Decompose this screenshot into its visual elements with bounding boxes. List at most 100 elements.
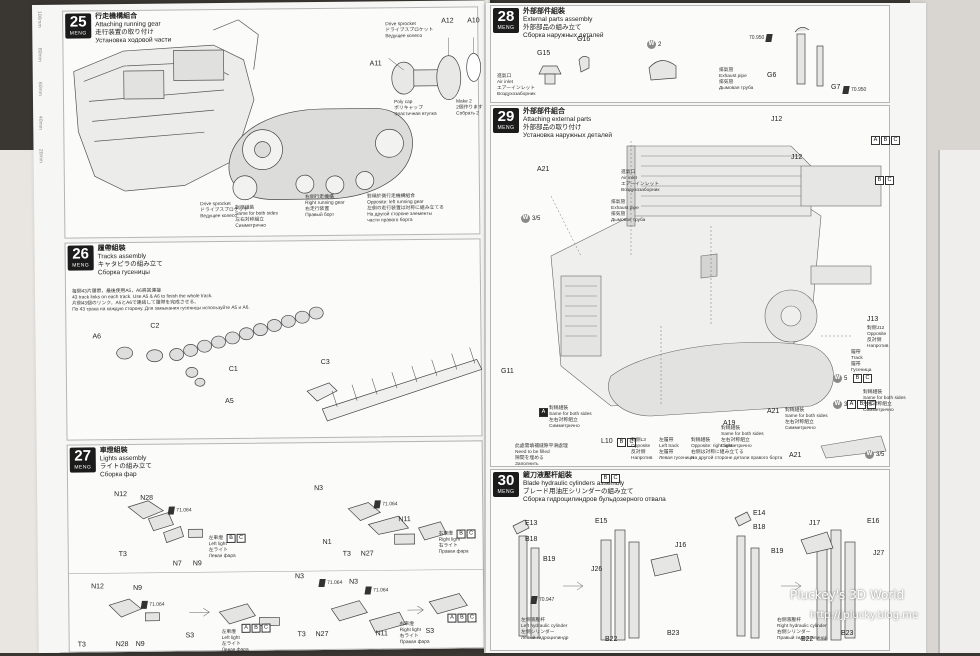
watermark-title: Pluckey's 3D World [790,588,904,602]
paint-ref: 71.064 [365,586,388,594]
part-label: A6 [92,333,101,340]
part-label: B19 [771,548,783,555]
part-label: J26 [591,566,602,573]
paint-ref: 71.064 [168,506,191,514]
part-label: B19 [543,556,555,563]
part-label: N12 [114,491,127,498]
part-label: J16 [675,542,686,549]
part-label: J13 [867,316,878,323]
part-label: C3 [321,359,330,366]
poly-cap-note: Poly cap ポリキャップ Эластичная втулка [394,100,437,118]
part-label: N9 [136,641,145,648]
fill-gap-note: 此處需填補縫隙平滑處理 Need to be filled 隙間を埋める Зап… [515,444,568,468]
part-label: E13 [525,520,537,527]
part-label: J17 [809,520,820,527]
paint-ref: 70.950 [749,34,772,42]
part-label: T3 [298,631,306,638]
part-label: C2 [150,323,159,330]
j13-note: 對側J12 Opposite 反対側 Напротив [867,326,888,350]
paint-ref: 70.950 [843,86,866,94]
left-light-note-2: 左車燈 Left light 左ライト Левая фара [222,630,249,654]
part-label: C1 [229,366,238,373]
track-note: 履帶 Track 履帯 Гусеница [851,350,871,374]
part-label: T3 [343,551,351,558]
part-label: J12 [791,154,802,161]
part-label: B18 [753,524,765,531]
lights-diagram [68,441,484,651]
part-label: A21 [537,166,549,173]
part-label: A10 [467,17,480,24]
part-label: A21 [767,408,779,415]
part-label: N3 [295,573,304,580]
part-label: N12 [91,583,104,590]
paint-ref: 71.064 [319,579,342,587]
part-label: S3 [186,632,195,639]
part-label: E14 [753,510,765,517]
opposite-l3-note: 對側L3 Opposite 反対側 Напротив [631,438,652,462]
part-label: T3 [78,641,86,648]
part-label: T3 [119,551,127,558]
left-cylinder-note: 左側液壓杆 Left hydraulic cylinder 左側シリンダー Ле… [521,618,568,642]
symmetric-note: 對稱組裝 Same for both sides 左右対称組立 Симметри… [549,406,592,430]
part-label: G16 [577,36,590,43]
sprocket-note: Drive sprocket ドライブスプロケット Ведущее колесо [385,22,433,41]
paint-ref: 70.947 [531,596,554,604]
part-label: B23 [667,630,679,637]
paint-ref: 71.064 [374,500,397,508]
part-label: N27 [316,631,329,638]
part-label: N9 [133,585,142,592]
symmetric-note: 對稱組裝 Same for both sides 左右対称組立 Симметри… [235,205,278,229]
part-label: N3 [314,485,323,492]
symmetric-note: 對稱組裝 Same for both sides 左右対称組立 Симметри… [721,426,764,450]
part-label: B18 [525,536,537,543]
exhaust-note: 排氣管 Exhaust pipe 排気管 Дымовая труба [611,200,645,224]
variant-tags: A [539,408,548,417]
watermark-url: http://jplucky.blog.me [810,610,918,621]
part-label: L10 [601,438,613,445]
external-parts-diagram [491,6,889,102]
symmetric-note: 對稱組裝 Same for both sides 左右対称組立 Симметри… [785,408,828,432]
part-label: G15 [537,50,550,57]
part-label: A5 [225,398,234,405]
part-label: B23 [841,630,853,637]
part-label: N7 [173,560,182,567]
part-label: N1 [323,539,332,546]
part-label: B22 [605,636,617,643]
part-label: N28 [140,495,153,502]
exhaust-note: 排氣管 Exhaust pipe 排気管 Дымовая труба [719,68,753,92]
part-label: N28 [116,641,129,648]
paint-ref: 71.064 [141,601,164,609]
right-cylinder-note: 右側液壓杆 Right hydraulic cylinder 右側シリンダー П… [777,618,827,642]
part-label: E15 [595,518,607,525]
air-inlet-note: 進氣口 Air inlet エアーインレット Воздухозаборник [621,170,659,194]
part-label: E16 [867,518,879,525]
part-label: N27 [361,550,374,557]
part-label: J12 [771,116,782,123]
right-light-note-2: 右車燈 Right light 右ライト Правая фара [399,622,429,646]
part-label: N11 [376,630,388,637]
tracks-diagram [66,239,482,439]
part-label: G11 [501,368,514,375]
part-label: N11 [398,516,410,523]
symmetric-note: 對稱組裝 Same for both sides 左右対称組立 Симметри… [863,390,906,414]
part-label: A12 [441,18,454,25]
right-running-gear-note: 右側行走機構 Right running gear 右走行装置 Правый б… [305,195,345,219]
part-label: A11 [370,60,382,67]
